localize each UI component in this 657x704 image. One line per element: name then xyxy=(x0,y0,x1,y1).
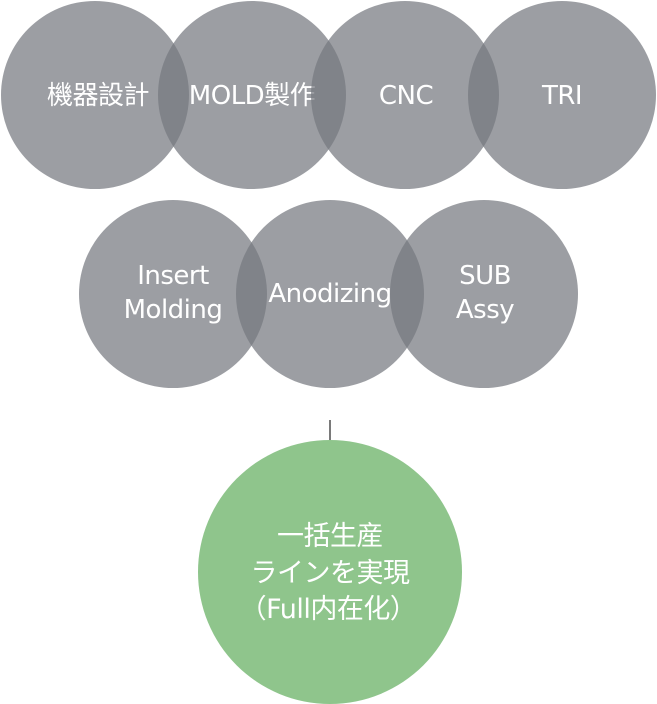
process-label-line-2: Molding xyxy=(124,295,223,325)
process-label-line-2: Assy xyxy=(456,295,514,325)
process-label: TRI xyxy=(541,81,582,111)
process-circle-insert-molding: Insert Molding xyxy=(79,200,267,388)
process-label: MOLD製作 xyxy=(189,81,315,111)
process-circle-cnc: CNC xyxy=(311,1,499,189)
process-circle-sub-assy: SUB Assy xyxy=(390,200,578,388)
result-line-2: ラインを実現 xyxy=(251,558,410,589)
process-label-line-1: SUB xyxy=(459,261,511,291)
process-circle-mold: MOLD製作 xyxy=(158,1,346,189)
process-circle-anodizing: Anodizing xyxy=(236,200,424,388)
process-label: CNC xyxy=(379,81,433,111)
result-circle: 一括生産 ラインを実現 （Full内在化） xyxy=(198,440,462,704)
process-circle-tri: TRI xyxy=(468,1,656,189)
process-label-line-1: Insert xyxy=(137,261,209,291)
result-line-3: （Full内在化） xyxy=(240,594,417,625)
process-circle-machine-design: 機器設計 xyxy=(1,1,189,189)
process-label: 機器設計 xyxy=(47,81,149,111)
result-line-1: 一括生産 xyxy=(277,521,383,552)
process-label: Anodizing xyxy=(268,279,391,309)
